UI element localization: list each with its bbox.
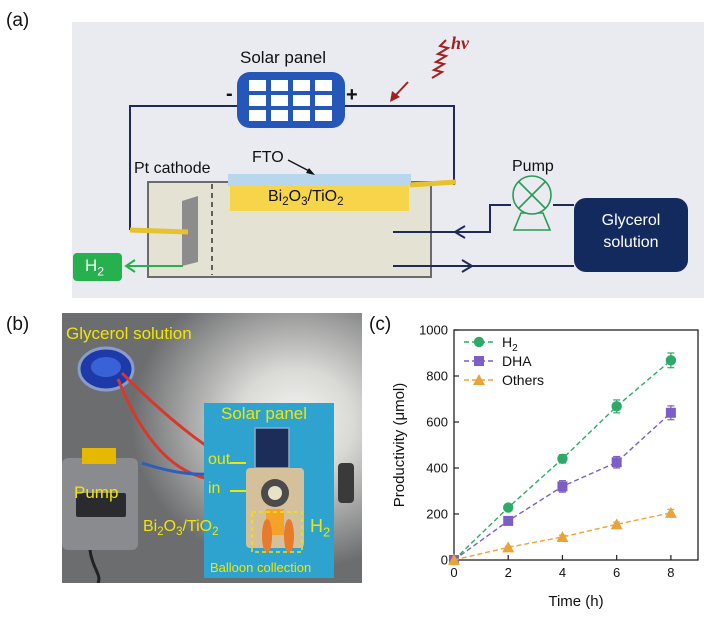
data-point-dha — [611, 457, 622, 468]
x-tick-label: 2 — [505, 565, 512, 580]
wire-right — [345, 105, 455, 185]
data-point-h2 — [503, 502, 514, 513]
fto-layer — [228, 174, 411, 186]
legend-label: H2 — [502, 334, 518, 354]
fto-pointer — [287, 159, 312, 173]
legend-label: Others — [502, 372, 544, 388]
flow-in-line-2 — [393, 204, 511, 233]
panel-a-letter: (a) — [6, 10, 30, 31]
panel-b-photo — [62, 313, 362, 583]
solar-panel-photo-label: Solar panel — [221, 404, 308, 423]
panel-a-schematic — [72, 22, 704, 298]
y-tick-label: 1000 — [419, 323, 448, 338]
legend-marker — [474, 356, 484, 366]
anode-lead — [409, 179, 457, 188]
solar-panel-icon — [237, 72, 345, 128]
x-tick-label: 6 — [613, 565, 620, 580]
photoanode-label: Bi2O3/TiO2 — [268, 188, 344, 209]
y-axis-label: Productivity (μmol) — [391, 383, 408, 508]
y-tick-label: 600 — [426, 415, 448, 430]
data-point-others — [610, 518, 623, 530]
mini-solar-panel-icon — [254, 427, 290, 469]
legend-label-subscript: 2 — [512, 343, 518, 354]
balloon-highlight-box — [251, 511, 303, 553]
pump-photo-label: Pump — [74, 483, 119, 502]
data-point-h2 — [665, 355, 677, 366]
pump-label: Pump — [512, 158, 554, 175]
balloon-right-icon — [284, 519, 294, 553]
fto-label: FTO — [252, 149, 284, 166]
legend-label: DHA — [502, 353, 532, 369]
pt-cathode-plate — [182, 196, 198, 266]
panel-b-letter: (b) — [6, 314, 30, 335]
data-point-others — [448, 554, 460, 565]
y-tick-label: 400 — [426, 461, 448, 476]
data-point-dha — [665, 407, 676, 418]
series-h2 — [448, 352, 677, 566]
x-tick-label: 4 — [559, 565, 566, 580]
pt-cathode-label: Pt cathode — [134, 160, 211, 177]
solar-panel-label: Solar panel — [240, 48, 327, 67]
h2-product-label: H2 — [85, 256, 105, 279]
data-point-others — [556, 531, 569, 542]
data-point-h2 — [557, 453, 568, 464]
panel-c-letter: (c) — [369, 314, 392, 335]
legend-entry-others: Others — [464, 372, 544, 388]
balloon-left-icon — [262, 519, 272, 553]
minus-terminal: - — [226, 83, 233, 105]
hv-label: hv — [451, 33, 469, 53]
legend-marker — [473, 374, 485, 385]
data-point-h2 — [611, 401, 622, 412]
series-others-line — [453, 512, 672, 561]
series-others — [448, 506, 677, 565]
light-wave-icon — [390, 39, 451, 102]
legend-marker — [473, 336, 485, 348]
plot-frame — [453, 329, 699, 561]
glycerol-solution-label: Glycerol solution — [601, 212, 661, 251]
glycerol-solution-photo-label: Glycerol solution — [66, 324, 192, 343]
in-label: in — [208, 480, 221, 497]
pump-icon — [512, 175, 552, 231]
data-point-dha — [503, 515, 514, 526]
out-label: out — [208, 451, 231, 468]
y-tick-label: 0 — [441, 553, 448, 568]
h2-photo-label: H2 — [310, 516, 331, 540]
data-point-others — [502, 541, 515, 553]
y-tick-label: 800 — [426, 369, 448, 384]
plus-terminal: + — [346, 84, 358, 106]
x-tick-label: 8 — [667, 565, 674, 580]
y-tick-label: 200 — [426, 507, 448, 522]
h2-badge — [73, 253, 122, 281]
photoanode-photo-label: Bi2O3/TiO2 — [143, 518, 219, 539]
balloon-collection-label: Balloon collection — [210, 560, 312, 575]
data-point-dha — [557, 481, 568, 492]
wire-left — [129, 105, 237, 230]
cathode-lead — [129, 227, 189, 235]
legend-entry-h2: H2 — [464, 334, 518, 354]
legend-entry-dha: DHA — [464, 353, 532, 369]
x-axis-label: Time (h) — [548, 593, 603, 610]
photoanode-layer — [230, 186, 409, 211]
data-point-others — [664, 506, 677, 518]
x-tick-label: 0 — [450, 565, 457, 580]
glycerol-reservoir — [574, 198, 688, 272]
